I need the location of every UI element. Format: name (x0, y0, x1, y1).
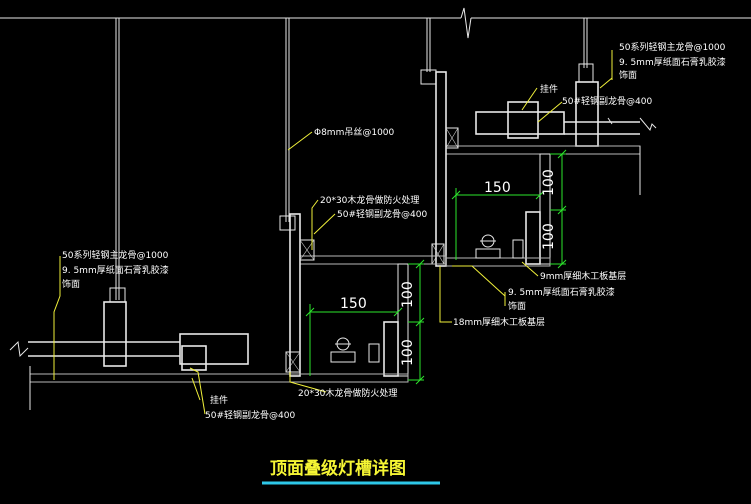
label-main-runner-left: 50系列轻钢主龙骨@1000 (62, 249, 169, 261)
suspension-rods (115, 18, 588, 300)
label-gypsum-mid-1: 9. 5mm厚纸面石膏乳胶漆 (508, 286, 615, 298)
right-upper-ceiling (445, 81, 657, 195)
dim-lower-height-top: 100 (400, 281, 416, 308)
dim-lower-height-bottom: 100 (400, 339, 416, 366)
label-sub-runner-right: 50#轻钢副龙骨@400 (562, 95, 652, 107)
dim-lower-width: 150 (340, 296, 367, 312)
ceiling-slab-line (0, 7, 751, 39)
label-wood-keel-top: 20*30木龙骨做防火处理 (320, 194, 419, 206)
dim-upper-width: 150 (484, 180, 511, 196)
label-hanger-left: 挂件 (210, 394, 228, 406)
label-sub-runner-mid: 50#轻钢副龙骨@400 (337, 208, 427, 220)
label-gypsum-mid-2: 饰面 (508, 300, 526, 312)
label-board-9mm: 9mm厚细木工板基层 (540, 270, 626, 282)
label-hanger-right: 挂件 (540, 83, 558, 95)
label-gypsum-left-1: 9. 5mm厚纸面石膏乳胶漆 (62, 264, 169, 276)
label-board-18mm: 18mm厚细木工板基层 (453, 316, 545, 328)
dimension-lines (305, 149, 567, 385)
label-sub-runner-left: 50#轻钢副龙骨@400 (205, 409, 295, 421)
label-gypsum-right-1: 9. 5mm厚纸面石膏乳胶漆 (619, 56, 726, 68)
drawing-title: 顶面叠级灯槽详图 (270, 458, 406, 479)
rod-connectors (109, 63, 594, 303)
label-gypsum-left-2: 饰面 (62, 278, 80, 290)
upper-cove (445, 153, 551, 267)
dim-upper-height-top: 100 (541, 169, 557, 196)
leader-lines (53, 50, 613, 415)
label-rod: Φ8mm吊丝@1000 (314, 126, 395, 138)
middle-ceiling (289, 213, 447, 377)
dim-upper-height-bottom: 100 (541, 223, 557, 250)
upper-wood-frame (431, 71, 459, 267)
label-gypsum-right-2: 饰面 (619, 69, 637, 81)
label-wood-keel-bottom: 20*30木龙骨做防火处理 (298, 387, 397, 399)
label-main-runner-right: 50系列轻钢主龙骨@1000 (619, 41, 726, 53)
